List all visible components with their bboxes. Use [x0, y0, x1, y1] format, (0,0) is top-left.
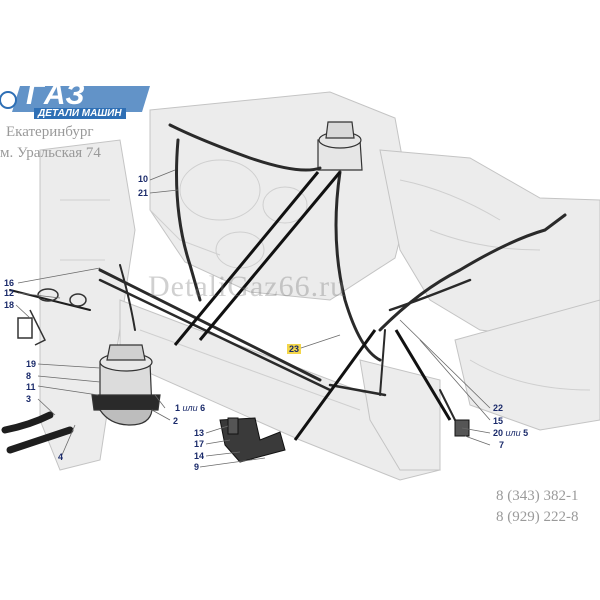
gaz-logo-icon: [0, 86, 150, 112]
callout-5: 5: [523, 428, 529, 438]
callout-14: 14: [194, 451, 205, 461]
callout-or-2: или: [505, 428, 521, 438]
callout-3: 3: [26, 394, 32, 404]
address-city: Екатеринбург: [6, 124, 94, 140]
callout-22: 22: [493, 403, 504, 413]
callout-4: 4: [58, 452, 64, 462]
callout-17: 17: [194, 439, 205, 449]
callout-1: 1: [175, 403, 181, 413]
logo-subtitle: ДЕТАЛИ МАШИН: [34, 108, 126, 119]
exploded-reservoir: [91, 344, 161, 426]
address-street: м. Уральская 74: [0, 145, 101, 161]
callout-7: 7: [499, 440, 505, 450]
callout-10: 10: [138, 174, 149, 184]
callout-6: 6: [200, 403, 206, 413]
callout-21: 21: [138, 188, 149, 198]
callout-8: 8: [26, 371, 32, 381]
callout-15: 15: [493, 416, 504, 426]
phone-2: 8 (929) 222-8: [496, 509, 579, 525]
callout-18: 18: [4, 300, 15, 310]
callout-23: 23: [287, 344, 302, 354]
callout-16: 16: [4, 278, 15, 288]
callout-or: или: [182, 403, 198, 413]
callout-19: 19: [26, 359, 37, 369]
callout-12: 12: [4, 288, 15, 298]
callout-9: 9: [194, 462, 200, 472]
watermark: DetaliGaz66.ru: [148, 270, 347, 303]
callout-20-or-5: 20 или 5: [493, 428, 528, 438]
callout-20: 20: [493, 428, 504, 438]
callout-2: 2: [173, 416, 179, 426]
logo-text: ГАЗ: [26, 78, 86, 111]
top-reservoir: [317, 121, 363, 171]
callout-1-or-6: 1 или 6: [175, 403, 205, 413]
phone-1: 8 (343) 382-1: [496, 488, 579, 504]
callout-11: 11: [26, 382, 36, 392]
callout-13: 13: [194, 428, 205, 438]
